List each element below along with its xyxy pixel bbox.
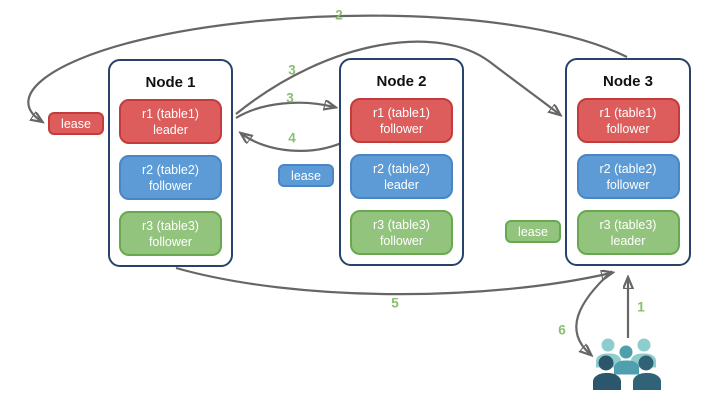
step-label-3-upper: 3	[288, 62, 296, 78]
node-2-replica-r1: r1 (table1) follower	[350, 98, 453, 143]
replica-id: r1 (table1)	[599, 105, 657, 120]
replica-id: r2 (table2)	[373, 161, 430, 176]
lease-badge-blue: lease	[278, 164, 334, 187]
replica-role: follower	[379, 121, 424, 136]
arrow-step5-node1-to-node3	[175, 266, 611, 296]
arrow-step3-node1-to-node3	[235, 40, 559, 114]
replica-id: r2 (table2)	[142, 162, 199, 177]
replica-role: leader	[610, 233, 646, 248]
node-3: Node 3 r1 (table1) follower r2 (table2) …	[565, 58, 691, 266]
replica-role: follower	[379, 233, 424, 248]
node-3-replica-r3: r3 (table3) leader	[576, 210, 680, 255]
lease-badge-green: lease	[505, 220, 561, 243]
step-label-5: 5	[391, 295, 399, 311]
node-1-replica-r2: r2 (table2) follower	[119, 155, 222, 200]
replica-id: r3 (table3)	[373, 217, 430, 232]
lease-badge-red: lease	[48, 112, 104, 135]
node-2-replica-r2: r2 (table2) leader	[350, 154, 453, 199]
replica-role: leader	[384, 177, 419, 192]
replica-role: leader	[153, 122, 188, 137]
arrow-step4-node2-to-node1	[242, 134, 349, 152]
node-1-title: Node 1	[145, 74, 196, 91]
node-3-replica-r1: r1 (table1) follower	[576, 98, 680, 143]
replica-id: r1 (table1)	[142, 106, 199, 121]
replica-id: r3 (table3)	[142, 218, 199, 233]
node-1-replica-r3: r3 (table3) follower	[119, 211, 222, 256]
step-label-2: 2	[335, 7, 343, 23]
node-2: Node 2 r1 (table1) follower r2 (table2) …	[339, 58, 464, 266]
node-1: Node 1 r1 (table1) leader r2 (table2) fo…	[108, 59, 233, 267]
node-2-title: Node 2	[376, 73, 427, 90]
replica-id: r1 (table1)	[373, 105, 430, 120]
node-3-replica-r2: r2 (table2) follower	[576, 154, 680, 199]
replica-role: follower	[606, 177, 650, 192]
arrow-step2-node3-to-red-lease	[27, 14, 628, 121]
replica-role: follower	[148, 234, 193, 249]
replica-id: r2 (table2)	[599, 161, 657, 176]
replica-role: follower	[148, 178, 193, 193]
users-group-icon	[593, 338, 661, 390]
node-3-title: Node 3	[602, 73, 653, 90]
arrow-step6-node3-to-users	[575, 270, 613, 354]
step-label-1: 1	[637, 299, 645, 315]
step-label-6: 6	[558, 322, 566, 338]
step-label-4: 4	[288, 130, 296, 146]
step-label-3-lower: 3	[286, 90, 294, 106]
replica-id: r3 (table3)	[599, 217, 657, 232]
node-1-replica-r1: r1 (table1) leader	[119, 99, 222, 144]
node-2-replica-r3: r3 (table3) follower	[350, 210, 453, 255]
replica-role: follower	[606, 121, 650, 136]
arrow-step3-node1-to-node2	[235, 103, 334, 119]
